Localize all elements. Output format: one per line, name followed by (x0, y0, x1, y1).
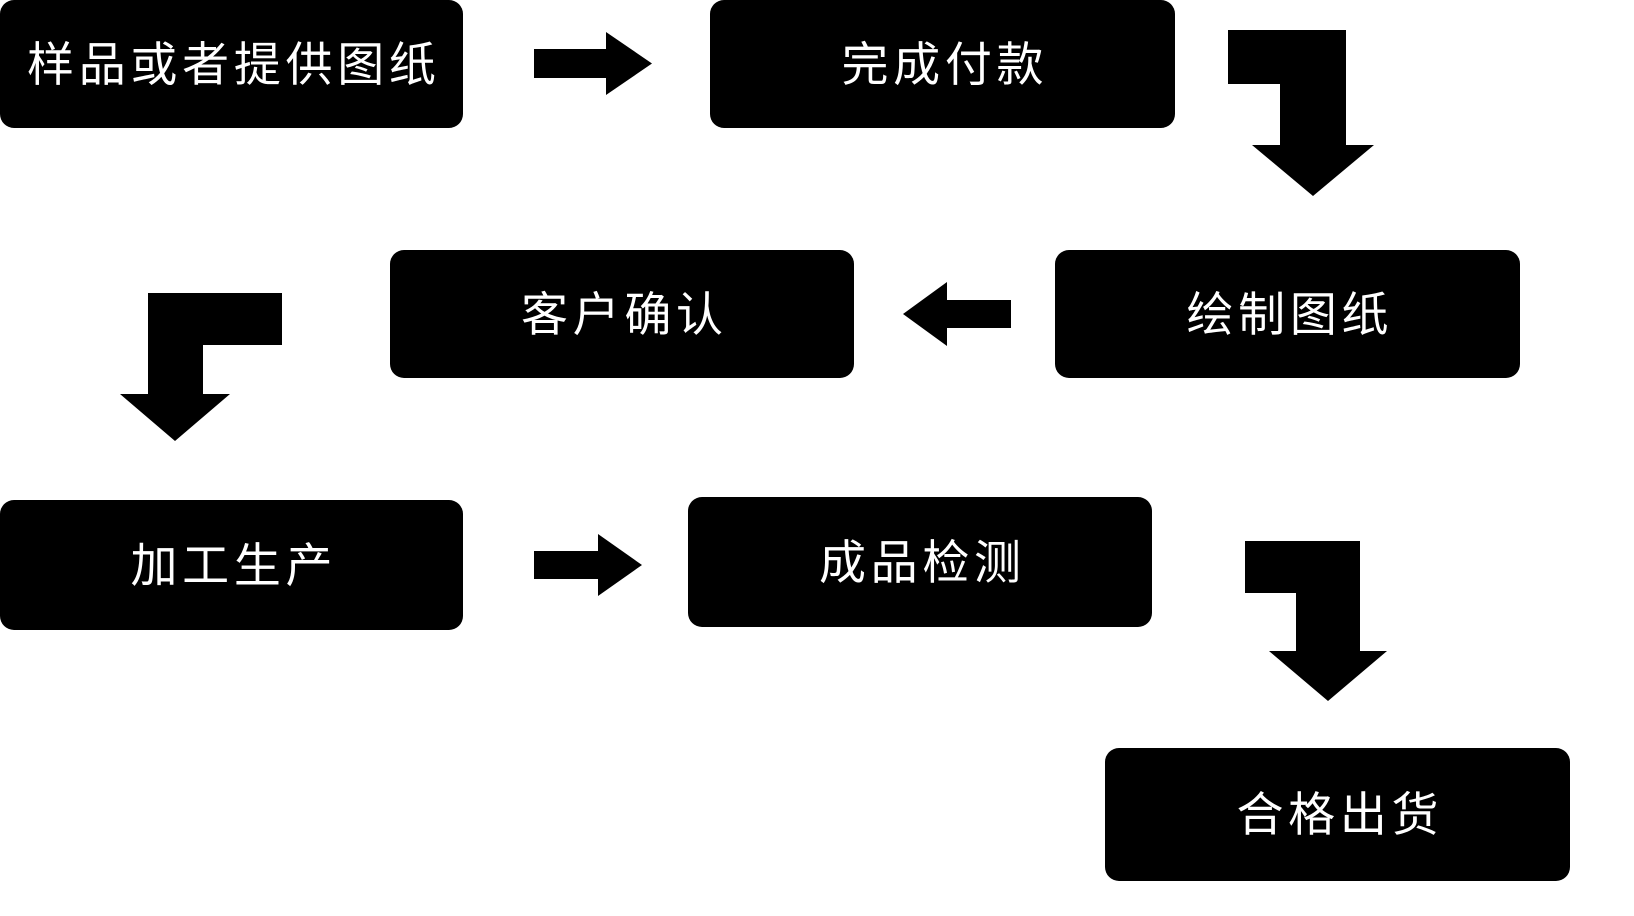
flow-node-label: 样品或者提供图纸 (27, 37, 441, 91)
flow-node-label: 成品检测 (818, 535, 1026, 589)
flow-node-label: 完成付款 (841, 37, 1049, 91)
flow-node-label: 合格出货 (1236, 788, 1444, 841)
arrow-right-icon-1 (534, 32, 652, 95)
elbow-arrow-right-down-icon-2 (1245, 541, 1411, 701)
elbow-arrow-right-down-icon-1 (1228, 30, 1398, 196)
flow-node-product-inspection[interactable]: 成品检测 (688, 497, 1152, 627)
flow-node-sample-drawing[interactable]: 样品或者提供图纸 (0, 0, 463, 128)
flow-node-production[interactable]: 加工生产 (0, 500, 463, 630)
flow-node-customer-confirm[interactable]: 客户确认 (390, 250, 854, 378)
flow-node-label: 客户确认 (520, 287, 728, 341)
flow-node-complete-payment[interactable]: 完成付款 (710, 0, 1175, 128)
flow-node-label: 绘制图纸 (1186, 287, 1394, 341)
flow-node-qualified-shipment[interactable]: 合格出货 (1105, 748, 1570, 881)
arrow-right-icon-2 (534, 534, 642, 596)
arrow-left-icon-1 (903, 282, 1011, 346)
flow-node-draw-blueprint[interactable]: 绘制图纸 (1055, 250, 1520, 378)
elbow-arrow-left-down-icon-1 (120, 293, 282, 441)
flow-node-label: 加工生产 (130, 538, 338, 592)
